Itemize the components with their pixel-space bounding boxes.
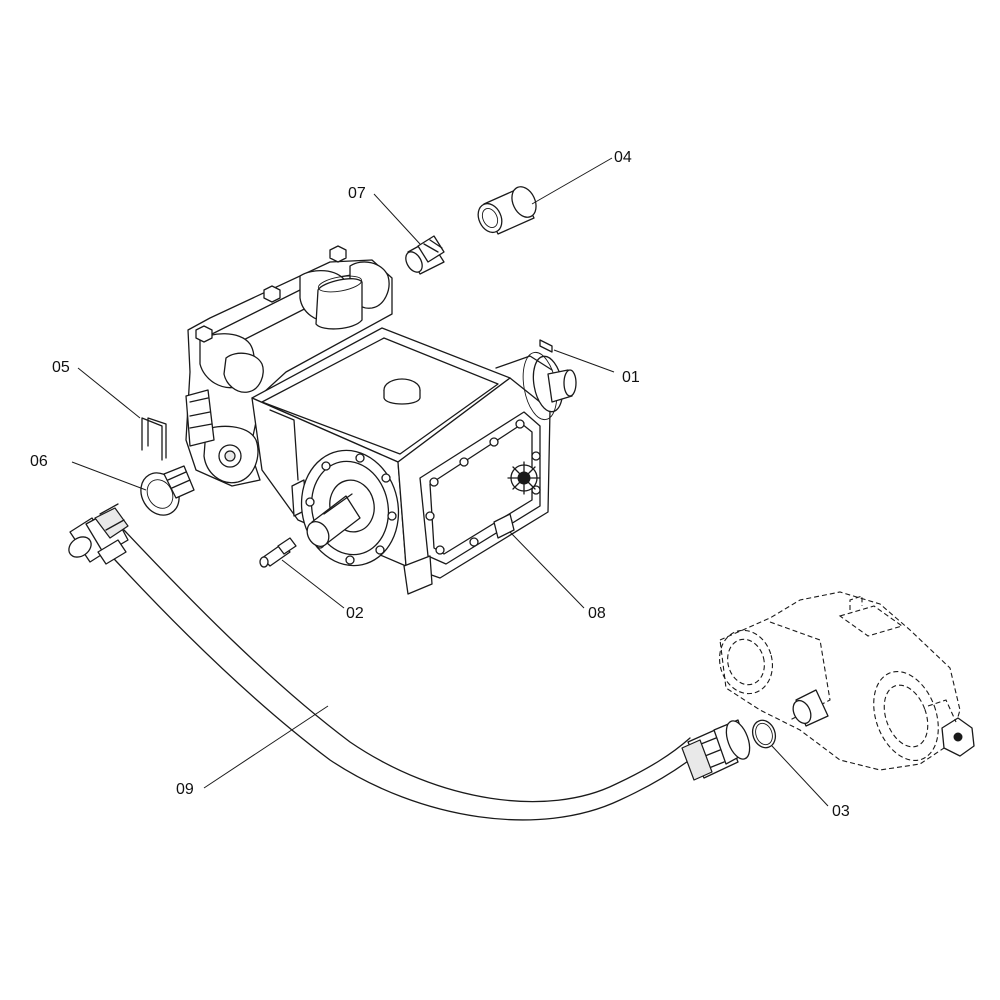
callout-05: 05: [52, 359, 70, 376]
callout-04: 04: [614, 149, 632, 166]
leader-lines: [71, 157, 829, 807]
part-hose: [68, 503, 751, 821]
part-03-o-ring: [751, 719, 777, 749]
part-02-pin: [259, 537, 297, 568]
callout-07: 07: [348, 185, 366, 202]
part-05-clip: [141, 417, 167, 461]
callout-01: 01: [622, 369, 640, 386]
part-04-sleeve: [477, 186, 537, 235]
callout-06: 06: [30, 453, 48, 470]
part-unloader-assembly: [719, 591, 975, 771]
part-pump-body: [251, 327, 577, 595]
part-06-barb: [140, 465, 195, 516]
callout-02: 02: [346, 605, 364, 622]
callout-09: 09: [176, 781, 194, 798]
callout-labels: 01 02 03 04 05 06 07 08 09: [30, 149, 850, 820]
callout-08: 08: [588, 605, 606, 622]
part-07-nipple: [405, 235, 445, 275]
part-01-key: [539, 339, 553, 353]
callout-03: 03: [832, 803, 850, 820]
